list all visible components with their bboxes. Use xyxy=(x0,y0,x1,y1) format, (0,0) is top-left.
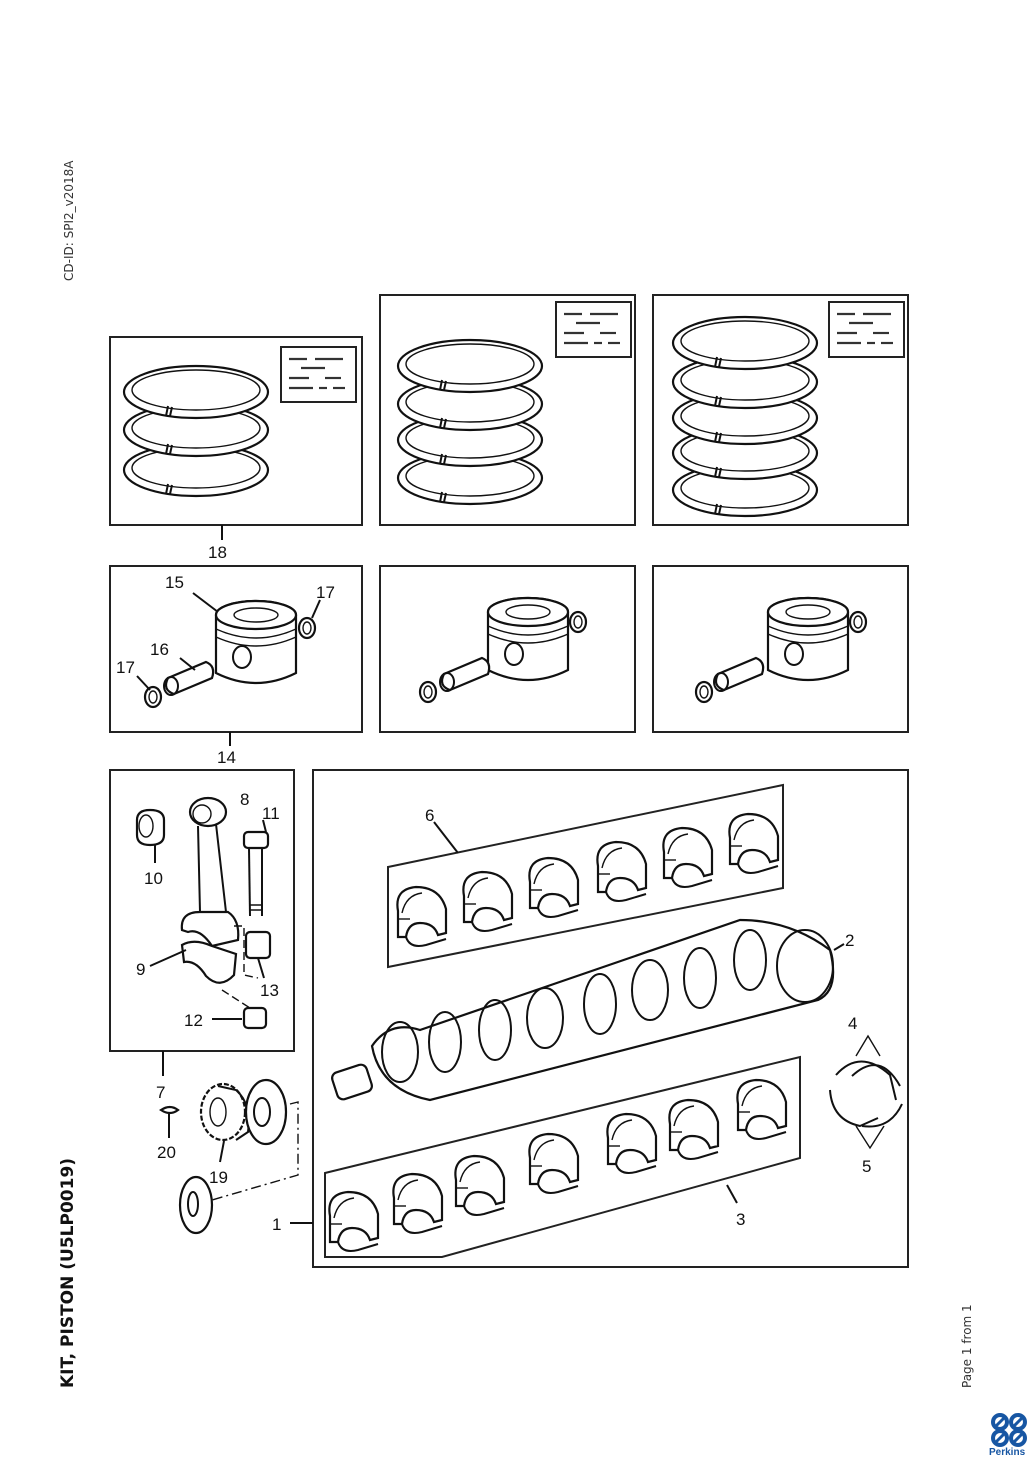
callout-9: 9 xyxy=(136,960,145,979)
crankshaft-panel xyxy=(290,769,909,1268)
brand-name: Perkins xyxy=(989,1447,1026,1458)
callout-5: 5 xyxy=(862,1157,871,1176)
callout-18: 18 xyxy=(208,543,227,562)
callout-16: 16 xyxy=(150,640,169,659)
callout-17-right: 17 xyxy=(316,583,335,602)
perkins-logo-icon xyxy=(991,1413,1027,1447)
callout-19: 19 xyxy=(209,1168,228,1187)
callout-3: 3 xyxy=(736,1210,745,1229)
callout-11: 11 xyxy=(262,804,280,823)
callout-15: 15 xyxy=(165,573,184,592)
callout-20: 20 xyxy=(157,1143,176,1162)
ring-set-panel-1 xyxy=(109,336,363,526)
callout-14: 14 xyxy=(217,748,236,767)
piston-panel-2 xyxy=(379,565,636,733)
connecting-rod-panel xyxy=(109,769,295,1052)
callout-8: 8 xyxy=(240,790,249,809)
callout-4: 4 xyxy=(848,1014,857,1033)
timing-gear-group xyxy=(159,1078,299,1235)
callout-2: 2 xyxy=(845,931,854,950)
ring-set-panel-3 xyxy=(652,294,909,526)
callout-6: 6 xyxy=(425,806,434,825)
callout-1: 1 xyxy=(272,1215,281,1234)
ring-set-panel-2 xyxy=(379,294,636,526)
callout-12: 12 xyxy=(184,1011,203,1030)
callout-13: 13 xyxy=(260,981,279,1000)
piston-panel-3 xyxy=(652,565,909,733)
piston-panel-1 xyxy=(109,565,363,733)
callout-7: 7 xyxy=(156,1083,165,1102)
callout-17-left: 17 xyxy=(116,658,135,677)
callout-10: 10 xyxy=(144,869,163,888)
